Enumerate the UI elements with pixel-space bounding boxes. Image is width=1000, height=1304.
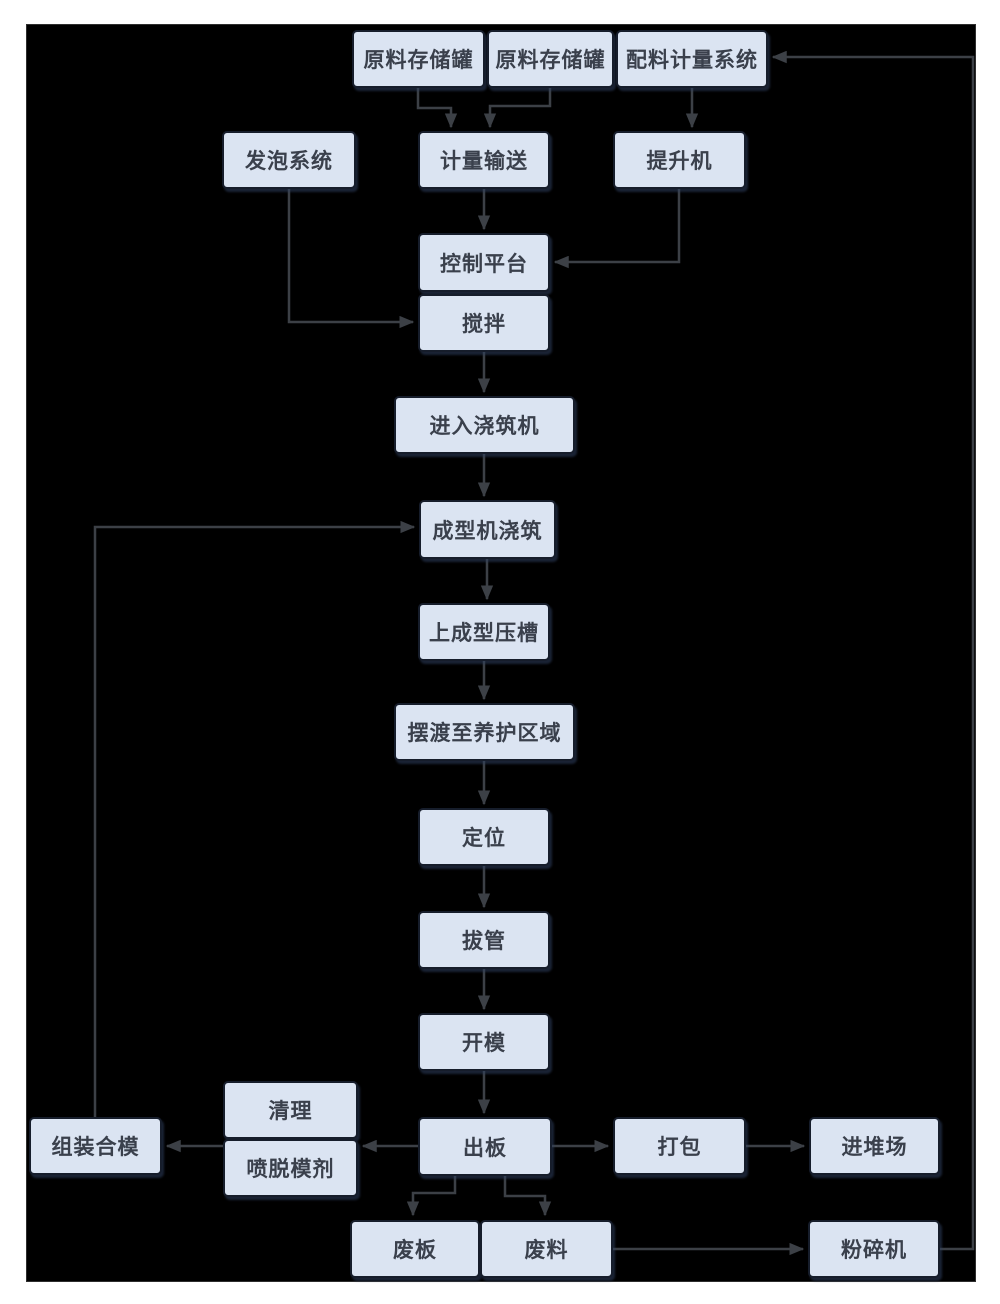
node-mold-opening-label: 开模 xyxy=(462,1030,506,1055)
node-spray-release-agent: 喷脱模剂 xyxy=(223,1139,358,1197)
node-raw-tank-1: 原料存储罐 xyxy=(352,30,485,88)
node-mixing-label: 搅拌 xyxy=(462,311,506,336)
node-forming-machine-pouring-label: 成型机浇筑 xyxy=(432,517,543,543)
node-ferry-to-curing-area-label: 摆渡至养护区域 xyxy=(407,720,562,745)
node-batching-system: 配料计量系统 xyxy=(616,30,768,88)
node-board-out: 出板 xyxy=(418,1117,552,1176)
node-assemble-mold-label: 组装合模 xyxy=(51,1134,140,1159)
node-positioning: 定位 xyxy=(418,808,550,866)
node-hoist: 提升机 xyxy=(613,131,746,189)
node-control-platform: 控制平台 xyxy=(418,233,550,292)
node-foaming-system: 发泡系统 xyxy=(222,131,356,189)
node-enter-pouring-machine: 进入浇筑机 xyxy=(394,396,575,454)
node-stacking-yard-label: 进堆场 xyxy=(841,1134,908,1159)
node-waste-board: 废板 xyxy=(350,1220,480,1278)
node-batching-system-label: 配料计量系统 xyxy=(626,47,758,72)
node-foaming-system-label: 发泡系统 xyxy=(245,148,333,173)
node-forming-machine-pouring: 成型机浇筑 xyxy=(419,500,556,559)
node-stacking-yard: 进堆场 xyxy=(809,1117,940,1175)
node-control-platform-label: 控制平台 xyxy=(440,250,528,276)
node-pipe-pulling: 拔管 xyxy=(418,911,550,969)
node-hoist-label: 提升机 xyxy=(646,148,713,173)
node-board-out-label: 出板 xyxy=(463,1134,507,1160)
node-cleaning: 清理 xyxy=(223,1081,358,1139)
node-assemble-mold: 组装合模 xyxy=(29,1117,162,1175)
node-raw-tank-1-label: 原料存储罐 xyxy=(363,47,474,72)
node-pipe-pulling-label: 拔管 xyxy=(462,928,506,953)
node-packing-label: 打包 xyxy=(657,1134,702,1159)
node-crusher-label: 粉碎机 xyxy=(841,1237,907,1262)
node-positioning-label: 定位 xyxy=(462,825,506,850)
node-waste-material-label: 废料 xyxy=(524,1237,569,1262)
node-cleaning-label: 清理 xyxy=(268,1098,313,1123)
node-forming-press-groove-label: 上成型压槽 xyxy=(429,620,539,645)
node-enter-pouring-machine-label: 进入浇筑机 xyxy=(429,413,540,438)
node-mixing: 搅拌 xyxy=(418,294,550,352)
node-metering-conveyor: 计量输送 xyxy=(418,131,550,189)
node-waste-material: 废料 xyxy=(480,1220,613,1278)
node-crusher: 粉碎机 xyxy=(808,1220,940,1278)
node-raw-tank-2: 原料存储罐 xyxy=(487,30,614,88)
node-raw-tank-2-label: 原料存储罐 xyxy=(495,47,606,72)
node-spray-release-agent-label: 喷脱模剂 xyxy=(246,1156,335,1181)
node-metering-conveyor-label: 计量输送 xyxy=(440,148,528,173)
node-mold-opening: 开模 xyxy=(418,1013,550,1071)
node-waste-board-label: 废板 xyxy=(393,1237,437,1262)
node-ferry-to-curing-area: 摆渡至养护区域 xyxy=(394,703,575,761)
node-packing: 打包 xyxy=(613,1117,746,1175)
node-forming-press-groove: 上成型压槽 xyxy=(418,603,550,661)
